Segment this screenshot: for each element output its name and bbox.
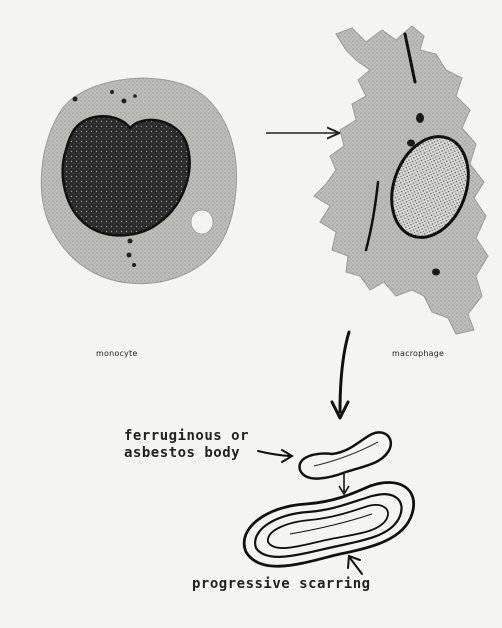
macrophage-cell (314, 26, 488, 334)
scar-tissue (244, 482, 414, 566)
monocyte-label: monocyte (96, 349, 137, 358)
asbestos-body-label-line1: ferruginous or (124, 428, 249, 445)
scarring-label: progressive scarring (192, 576, 371, 593)
monocyte-vacuole (191, 210, 213, 234)
down-arrow-curved (340, 332, 349, 412)
monocyte-cell (41, 78, 236, 283)
asbestos-body-label-line2: asbestos body (124, 445, 240, 462)
macrophage-label: macrophage (392, 349, 444, 358)
asbestos-body (300, 432, 391, 478)
